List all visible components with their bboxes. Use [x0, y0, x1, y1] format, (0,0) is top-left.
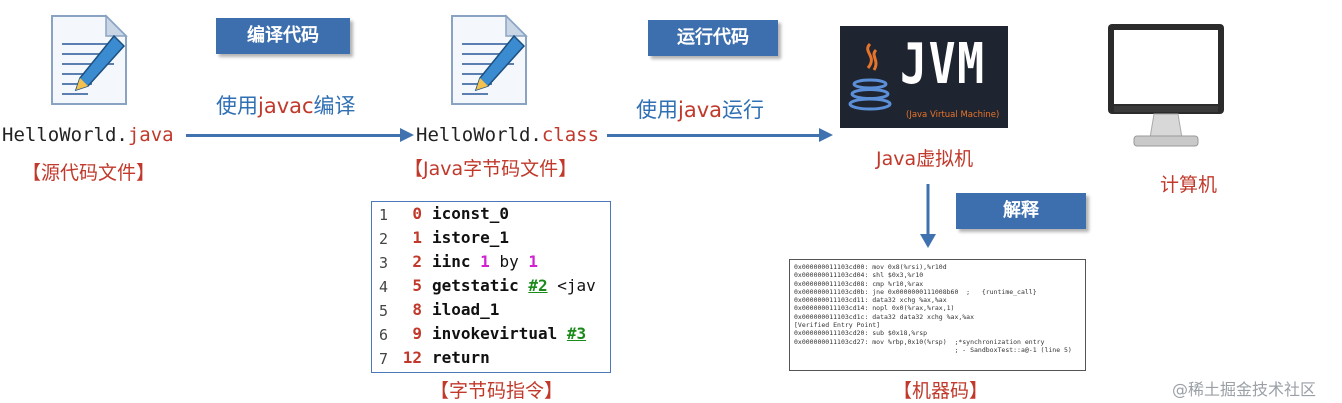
run-step-box: 运行代码 [648, 20, 778, 56]
instruction-op: return [432, 348, 490, 367]
compile-text: 使用javac编译 [216, 90, 356, 120]
instruction-line: 3 2 iinc 1 by 1 [372, 252, 610, 276]
compile-step-box: 编译代码 [216, 18, 350, 54]
class-file-name: HelloWorld.class [416, 124, 599, 146]
constant-pool-ref: #2 [528, 276, 548, 295]
instruction-index: 0 [412, 204, 422, 223]
compile-text-pre: 使用 [216, 94, 258, 118]
jvm-logo-sub: (Java Virtual Machine) [906, 110, 1000, 120]
run-text: 使用java运行 [636, 94, 764, 124]
machine-code-line: ; - SandboxTest::a@-1 (line 5) [794, 345, 1072, 354]
operand: 1 [480, 252, 490, 271]
class-file-ext: class [541, 124, 600, 146]
computer-monitor-icon [1108, 24, 1224, 147]
machine-code-line: 0x000000011103cd11: data32 xchg %ax,%ax [794, 296, 947, 305]
instruction-op: getstatic #2 <jav [432, 276, 596, 295]
instruction-op: istore_1 [432, 228, 509, 247]
constant-pool-ref: #3 [566, 324, 587, 343]
jvm-logo: JVM (Java Virtual Machine) [840, 26, 1008, 128]
instruction-line: 4 5 getstatic #2 <jav [372, 276, 610, 300]
line-number: 7 [379, 350, 389, 368]
run-text-post: 运行 [722, 98, 764, 122]
instruction-line: 1 0 iconst_0 [372, 204, 610, 228]
line-number: 1 [379, 206, 389, 224]
machine-code-line: 0x000000011103cd20: sub $0x18,%rsp [794, 329, 928, 338]
machine-code-line: 0x000000011103cd1c: data32 data32 xchg %… [794, 312, 975, 321]
interpret-arrow [920, 184, 936, 248]
operand-tail: <jav [557, 276, 596, 295]
compile-text-post: 编译 [313, 94, 356, 118]
instruction-index: 2 [412, 252, 422, 271]
line-number: 6 [379, 326, 389, 344]
line-number: 5 [379, 302, 389, 320]
machine-code-line: 0x000000011103cd08: cmp %r10,%rax [794, 279, 924, 288]
machine-code-line: 0x000000011103cd27: mov %rbp,0x10(%rsp) … [794, 337, 1045, 346]
instruction-op: iload_1 [432, 300, 499, 319]
machine-code-line: 0x000000011103cd14: nopl 0x0(%rax,%rax,1… [794, 304, 955, 313]
java-cup-icon [848, 42, 892, 111]
run-text-pre: 使用 [636, 98, 678, 122]
instruction-line: 5 8 iload_1 [372, 300, 610, 324]
line-number: 3 [379, 254, 389, 272]
opcode: istore_1 [432, 228, 510, 247]
jvm-caption: Java虚拟机 [876, 148, 974, 170]
line-number: 2 [379, 230, 389, 248]
opcode: invokevirtual [432, 324, 558, 343]
opcode: iinc [432, 252, 471, 271]
instructions-caption: 【字节码指令】 [430, 380, 564, 402]
source-file-icon [51, 14, 128, 105]
machine-code-line: 0x000000011103cd00: mov 0x8(%rsi),%r10d [794, 263, 947, 271]
computer-caption: 计算机 [1160, 174, 1218, 196]
machine-code-line: [Verified Entry Point] [794, 321, 881, 330]
interpret-step-box: 解释 [956, 193, 1086, 229]
source-file-name: HelloWorld.java [2, 124, 174, 146]
run-arrow [607, 128, 833, 142]
instruction-op: iinc 1 by 1 [432, 252, 538, 271]
instruction-op: invokevirtual #3 [432, 324, 586, 343]
instruction-line: 2 1 istore_1 [372, 228, 610, 252]
instruction-line: 7 12 return [372, 348, 610, 372]
operand: 1 [528, 252, 538, 271]
jvm-logo-text: JVM [900, 32, 986, 97]
bytecode-instructions-box: 1 0 iconst_0 2 1 istore_1 3 2 iinc 1 by 1 4 5 getst… [371, 201, 611, 373]
class-file-base: HelloWorld. [416, 124, 542, 146]
class-caption: 【Java字节码文件】 [404, 158, 578, 180]
operand-keyword: by [499, 252, 519, 271]
source-file-base: HelloWorld. [2, 124, 128, 146]
line-number: 4 [379, 278, 389, 296]
source-file-ext: java [127, 124, 174, 146]
instruction-line: 6 9 invokevirtual #3 [372, 324, 610, 348]
machine-caption: 【机器码】 [893, 380, 989, 402]
opcode: getstatic [432, 276, 519, 295]
instruction-index: 8 [412, 300, 422, 319]
opcode: iload_1 [432, 300, 500, 319]
compile-text-cmd: javac [258, 94, 314, 118]
compile-arrow [186, 128, 414, 142]
machine-code-line: 0x000000011103cd04: shl $0x3,%r10 [794, 271, 924, 280]
opcode: return [432, 348, 490, 367]
opcode: iconst_0 [432, 204, 510, 223]
instruction-index: 9 [412, 324, 422, 343]
instruction-index: 1 [412, 228, 422, 247]
run-text-cmd: java [678, 98, 722, 122]
class-file-icon [451, 14, 528, 105]
source-caption: 【源代码文件】 [22, 162, 156, 184]
machine-code-line: 0x000000011103cd0b: jne 0x0000000111008b… [794, 287, 1037, 296]
watermark: @稀土掘金技术社区 [1172, 380, 1317, 399]
instruction-op: iconst_0 [432, 204, 509, 223]
instruction-index: 12 [402, 348, 422, 367]
instruction-index: 5 [412, 276, 422, 295]
